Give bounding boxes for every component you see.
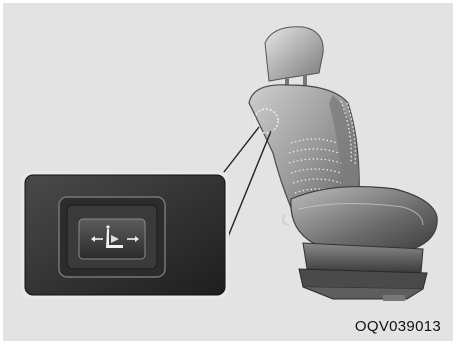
figure-code: OQV039013 bbox=[355, 318, 441, 335]
headrest bbox=[265, 27, 323, 91]
seat-switch-callout bbox=[21, 171, 229, 299]
seat-illustration bbox=[3, 3, 453, 341]
seat-base bbox=[299, 243, 427, 301]
seat-cushion bbox=[283, 187, 437, 252]
figure-frame: OQV039013 bbox=[3, 3, 453, 341]
